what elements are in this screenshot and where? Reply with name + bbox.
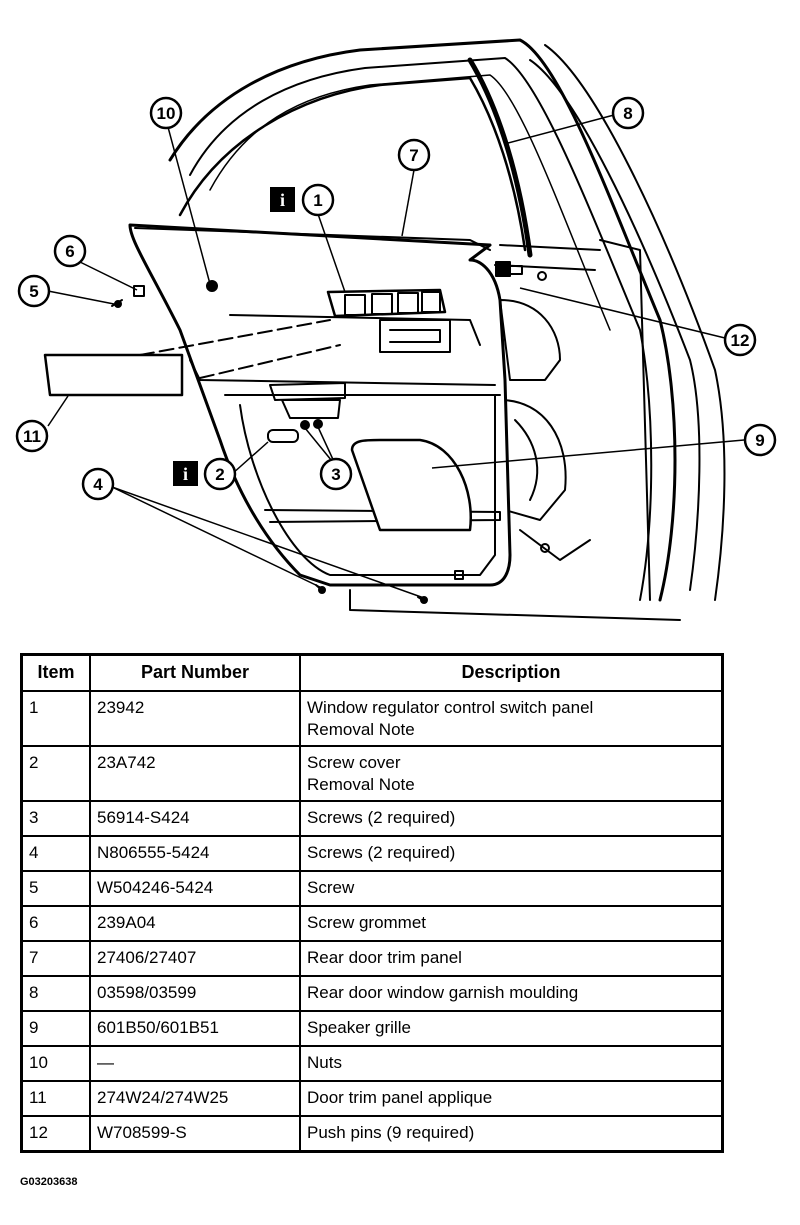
- callout-9: 9: [755, 431, 764, 450]
- cell-description: Push pins (9 required): [299, 1115, 724, 1153]
- table-header-row: Item Part Number Description: [20, 653, 724, 692]
- door-trim-exploded-diagram: i i 1 2 3 4 5 6 7 8 9 10 11 12: [15, 38, 777, 621]
- description-text: Rear door trim panel: [307, 948, 462, 967]
- header-part-number: Part Number: [89, 653, 301, 692]
- figure-code: G03203638: [20, 1176, 78, 1188]
- cell-item: 11: [20, 1080, 91, 1117]
- cell-item: 5: [20, 870, 91, 907]
- description-text: Screw cover: [307, 753, 401, 772]
- callout-7: 7: [409, 146, 418, 165]
- info-marker-item-2: [173, 461, 198, 486]
- header-item: Item: [20, 653, 91, 692]
- description-text: Screws (2 required): [307, 808, 456, 827]
- cell-item: 12: [20, 1115, 91, 1153]
- cell-description: Screw grommet: [299, 905, 724, 942]
- cell-item: 4: [20, 835, 91, 872]
- header-description: Description: [299, 653, 724, 692]
- description-text: Speaker grille: [307, 1018, 411, 1037]
- cell-description: Rear door window garnish moulding: [299, 975, 724, 1012]
- cell-part-number: N806555-5424: [89, 835, 301, 872]
- cell-part-number: 56914-S424: [89, 800, 301, 837]
- info-marker-label: i: [280, 190, 285, 210]
- callout-12: 12: [731, 331, 750, 350]
- table-row: 10— Nuts: [20, 1045, 724, 1082]
- callout-2: 2: [215, 465, 224, 484]
- cell-part-number: 03598/03599: [89, 975, 301, 1012]
- cell-description: Rear door trim panel: [299, 940, 724, 977]
- callout-4: 4: [93, 475, 103, 494]
- cell-part-number: 27406/27407: [89, 940, 301, 977]
- callout-6: 6: [65, 242, 74, 261]
- cell-item: 1: [20, 690, 91, 747]
- cell-description: Screws (2 required): [299, 835, 724, 872]
- removal-note: Removal Note: [307, 720, 415, 739]
- callout-3: 3: [331, 465, 340, 484]
- description-text: Nuts: [307, 1053, 342, 1072]
- cell-part-number: 601B50/601B51: [89, 1010, 301, 1047]
- callout-5: 5: [29, 282, 38, 301]
- cell-part-number: 23942: [89, 690, 301, 747]
- cell-description: Screws (2 required): [299, 800, 724, 837]
- removal-note: Removal Note: [307, 775, 415, 794]
- cell-item: 8: [20, 975, 91, 1012]
- cell-item: 2: [20, 745, 91, 802]
- callout-1: 1: [313, 191, 322, 210]
- info-marker-item-1: [270, 187, 295, 212]
- description-text: Screws (2 required): [307, 843, 456, 862]
- cell-part-number: W504246-5424: [89, 870, 301, 907]
- cell-part-number: 23A742: [89, 745, 301, 802]
- cell-description: Door trim panel applique: [299, 1080, 724, 1117]
- cell-part-number: 239A04: [89, 905, 301, 942]
- cell-item: 10: [20, 1045, 91, 1082]
- cell-description: Nuts: [299, 1045, 724, 1082]
- cell-description: Speaker grille: [299, 1010, 724, 1047]
- cell-description: Screw: [299, 870, 724, 907]
- description-text: Push pins (9 required): [307, 1123, 475, 1142]
- cell-part-number: W708599-S: [89, 1115, 301, 1153]
- info-marker-label: i: [183, 464, 188, 484]
- cell-item: 9: [20, 1010, 91, 1047]
- description-text: Door trim panel applique: [307, 1088, 493, 1107]
- cell-part-number: 274W24/274W25: [89, 1080, 301, 1117]
- description-text: Screw grommet: [307, 913, 427, 932]
- callout-10: 10: [157, 104, 176, 123]
- cell-item: 6: [20, 905, 91, 942]
- description-text: Screw: [307, 878, 355, 897]
- cell-item: 3: [20, 800, 91, 837]
- cell-item: 7: [20, 940, 91, 977]
- callout-11: 11: [23, 427, 41, 446]
- callout-8: 8: [623, 104, 632, 123]
- description-text: Window regulator control switch panel: [307, 698, 594, 717]
- description-text: Rear door window garnish moulding: [307, 983, 579, 1002]
- cell-part-number: —: [89, 1045, 301, 1082]
